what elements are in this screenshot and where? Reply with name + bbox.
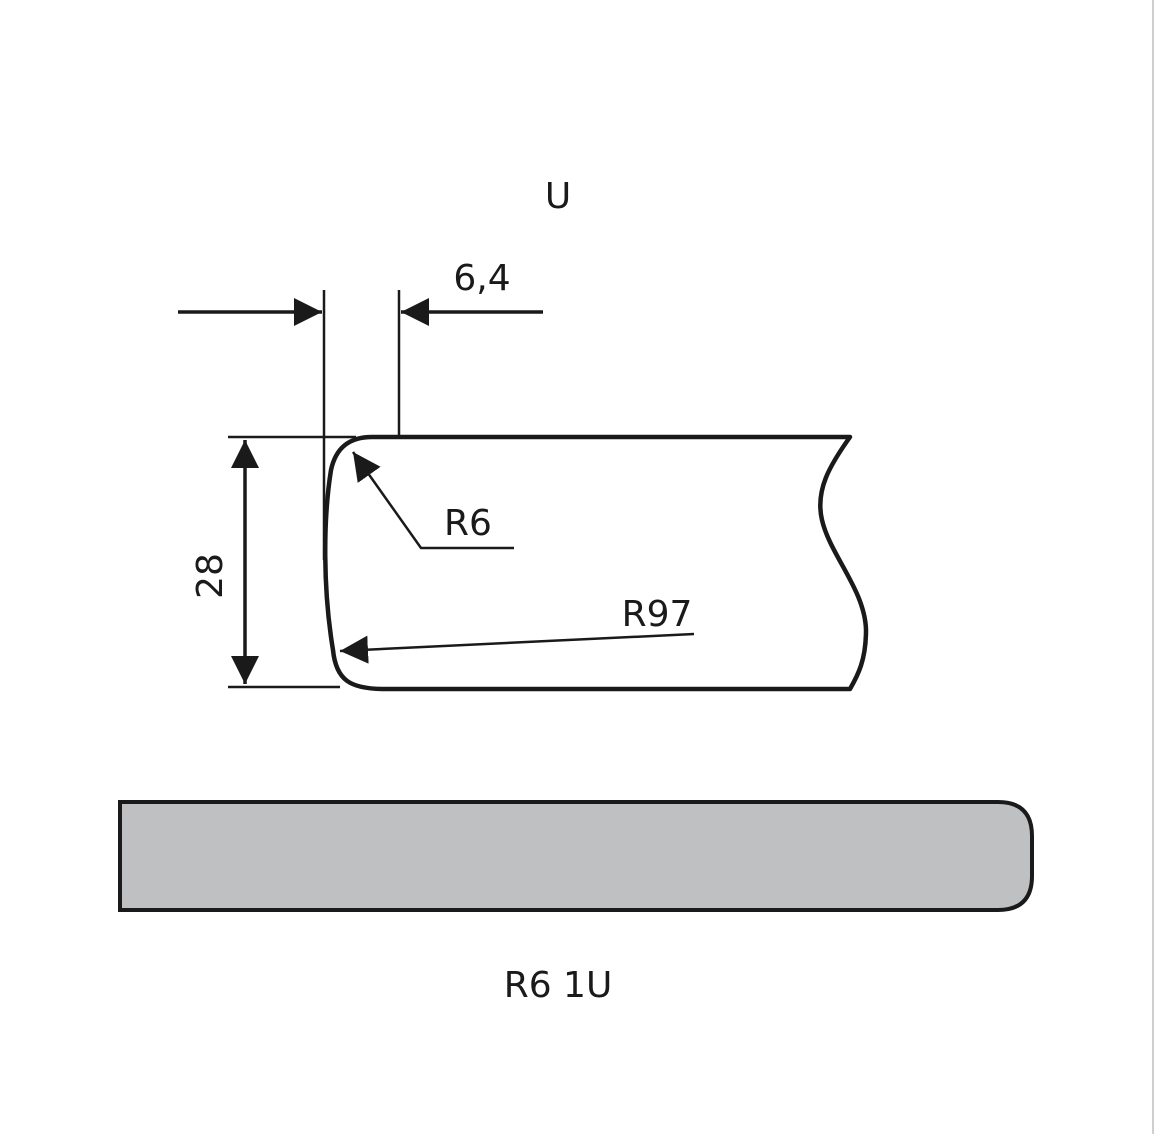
edge-strip [118,800,1034,912]
height-dimension: 28 [190,435,356,689]
corner-radius-leader [351,451,514,550]
edge-radius-value: R97 [622,594,693,635]
page-edge [1152,0,1154,1134]
edge-radius-callout: R97 [339,594,695,664]
width-value: 6,4 [453,258,510,299]
profile-caption: R6 1U [504,965,613,1006]
profile-code-label: U [545,176,571,217]
corner-radius-callout: R6 [351,451,514,550]
height-value: 28 [190,553,231,599]
profile-cross-section [323,434,869,692]
corner-radius-value: R6 [444,503,492,544]
edge-radius-leader [339,632,695,664]
